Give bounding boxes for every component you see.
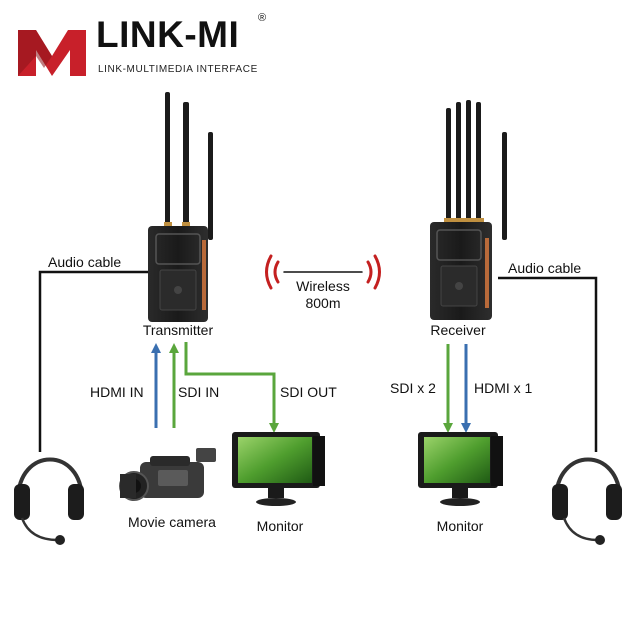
transmitter-label: Transmitter — [142, 322, 214, 338]
registered-mark: ® — [258, 12, 267, 24]
monitor-right-label: Monitor — [436, 518, 484, 534]
brand-logo-icon — [18, 30, 86, 76]
transmitter-device — [148, 92, 213, 322]
hdmi-x1-label: HDMI x 1 — [474, 380, 533, 396]
wireless-label: Wireless 800m — [296, 278, 350, 312]
sdi-x2-label: SDI x 2 — [390, 380, 436, 396]
audio-cable-right-label: Audio cable — [508, 260, 582, 276]
monitor-left-icon — [232, 432, 325, 506]
receiver-device — [430, 100, 507, 320]
movie-camera-icon — [119, 448, 216, 501]
monitor-left-label: Monitor — [256, 518, 304, 534]
audio-cable-left — [38, 270, 148, 452]
sdi-out-arrow — [184, 342, 279, 433]
headset-right-icon — [552, 457, 622, 545]
headset-left-icon — [14, 457, 84, 545]
wireless-label-line1: Wireless — [296, 278, 350, 294]
sdi-out-label: SDI OUT — [280, 384, 337, 400]
audio-cable-left-label: Audio cable — [48, 254, 122, 270]
monitor-right-icon — [418, 432, 503, 506]
audio-cable-right — [498, 276, 598, 452]
wireless-signal-icon — [265, 254, 381, 290]
brand-tagline: LINK-MULTIMEDIA INTERFACE — [98, 64, 258, 75]
hdmi-in-label: HDMI IN — [90, 384, 144, 400]
brand-name: LINK-MI — [96, 14, 240, 55]
receiver-label: Receiver — [430, 322, 486, 338]
sdi-in-label: SDI IN — [178, 384, 220, 400]
wireless-label-line2: 800m — [305, 295, 341, 311]
movie-camera-label: Movie camera — [128, 514, 216, 530]
